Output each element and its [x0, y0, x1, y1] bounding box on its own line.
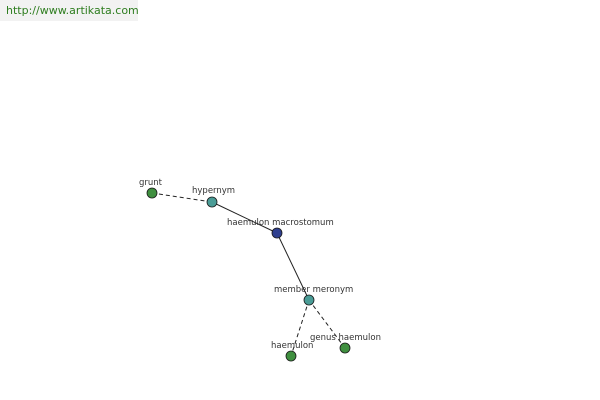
node-haemulon-macrostomum[interactable]	[271, 227, 283, 239]
source-url-link[interactable]: http://www.artikata.com	[0, 0, 139, 21]
node-label-haemulon-macrostomum: haemulon macrostomum	[227, 218, 334, 228]
node-label-member-meronym: member meronym	[274, 285, 353, 295]
edge-member-meronym-to-haemulon	[290, 299, 310, 357]
edge-hypernym-to-haemulon-macrostomum	[211, 201, 278, 234]
edge-haemulon-macrostomum-to-member-meronym	[276, 232, 310, 301]
node-genus-haemulon[interactable]	[339, 342, 351, 354]
edge-member-meronym-to-genus-haemulon	[308, 299, 346, 349]
nodes-layer	[146, 187, 351, 362]
edge-grunt-to-hypernym	[151, 192, 213, 203]
edges-layer	[151, 192, 346, 357]
labels-layer: grunt hypernym haemulon macrostomum member …	[139, 178, 381, 351]
node-label-genus-haemulon: genus haemulon	[310, 333, 381, 343]
node-label-grunt: grunt	[139, 178, 163, 188]
node-label-haemulon: haemulon	[271, 341, 313, 351]
node-grunt[interactable]	[146, 187, 158, 199]
node-member-meronym[interactable]	[303, 294, 315, 306]
node-haemulon[interactable]	[285, 350, 297, 362]
node-label-hypernym: hypernym	[192, 186, 235, 196]
node-hypernym[interactable]	[206, 196, 218, 208]
